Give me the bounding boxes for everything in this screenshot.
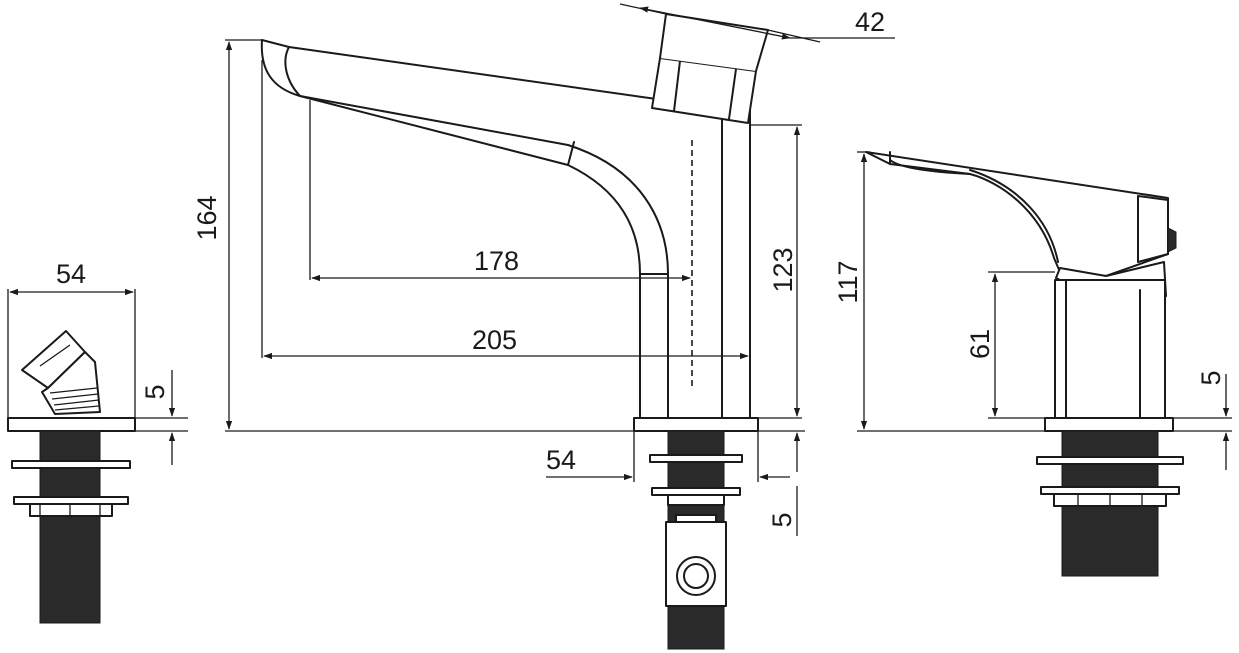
right-view: 117 61 5 bbox=[833, 151, 1232, 577]
dim-left-width: 54 bbox=[56, 259, 86, 289]
dim-right-height: 117 bbox=[833, 260, 863, 303]
spout bbox=[260, 39, 751, 419]
dim-lever-width: 42 bbox=[855, 7, 885, 37]
right-faucet-body bbox=[865, 151, 1177, 419]
left-base-plate bbox=[7, 417, 136, 432]
left-shank bbox=[39, 430, 101, 624]
dim-body-height: 123 bbox=[768, 247, 798, 292]
left-handle bbox=[21, 330, 101, 415]
main-base-plate bbox=[633, 417, 759, 432]
left-view: 54 5 bbox=[7, 259, 188, 624]
dim-right-plate: 5 bbox=[1196, 370, 1226, 385]
right-base-plate bbox=[1044, 417, 1174, 432]
dim-main-height: 164 bbox=[192, 195, 222, 240]
dim-base-width: 54 bbox=[546, 445, 576, 475]
dim-reach-outer: 205 bbox=[472, 325, 517, 355]
dim-reach-inner: 178 bbox=[474, 246, 519, 276]
dim-main-plate: 5 bbox=[767, 512, 797, 527]
dim-left-plate: 5 bbox=[140, 384, 170, 399]
dim-right-body: 61 bbox=[965, 329, 995, 359]
main-view: 164 42 178 205 123 54 5 bbox=[192, 3, 895, 650]
